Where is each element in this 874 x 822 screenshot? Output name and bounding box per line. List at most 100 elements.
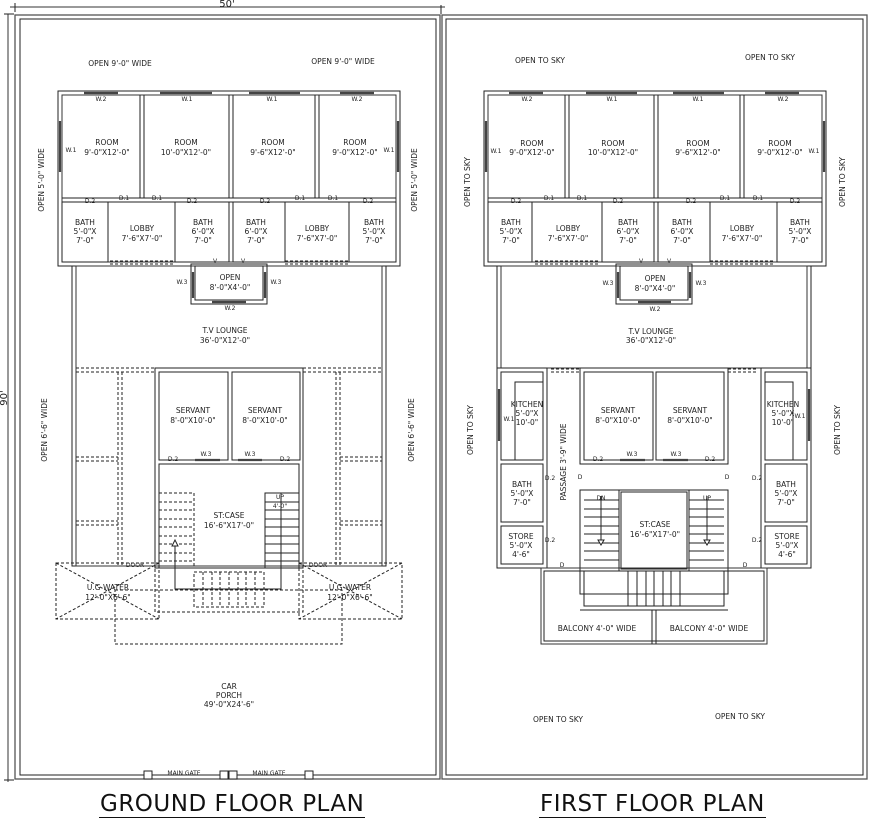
ff-store-left: STORE [508, 532, 533, 541]
svg-text:12'-0"X6'-6": 12'-0"X6'-6" [327, 593, 372, 602]
svg-text:D.1: D.1 [753, 195, 764, 202]
width-dimension: 50' [219, 0, 234, 10]
ff-bath-4: BATH [790, 218, 810, 227]
ff-bath-1: BATH [501, 218, 521, 227]
ff-store-right: STORE [774, 532, 799, 541]
ff-balcony-right: BALCONY 4'-0" WIDE [670, 624, 749, 633]
svg-text:49'-0"X24'-6": 49'-0"X24'-6" [204, 700, 254, 709]
gf-open-court: OPEN [220, 273, 241, 282]
svg-text:7'-0": 7'-0" [673, 236, 691, 245]
svg-text:W.2: W.2 [778, 96, 789, 103]
svg-text:W.3: W.3 [696, 280, 707, 287]
ff-servant-2: SERVANT [673, 406, 708, 415]
svg-text:5'-0"X: 5'-0"X [772, 409, 795, 418]
svg-text:D: D [578, 474, 583, 481]
svg-text:W.3: W.3 [245, 451, 256, 458]
svg-text:D.1: D.1 [720, 195, 731, 202]
svg-text:5'-0"X: 5'-0"X [776, 541, 799, 550]
svg-text:7'-6"X7'-0": 7'-6"X7'-0" [297, 234, 338, 243]
svg-text:D.1: D.1 [328, 195, 339, 202]
svg-text:D: D [725, 474, 730, 481]
gf-tv-lounge: T.V LOUNGE [201, 326, 247, 335]
svg-text:D.1: D.1 [152, 195, 163, 202]
gf-room-2-size: 10'-0"X12'-0" [161, 148, 211, 157]
ff-room-3-size: 9'-6"X12'-0" [675, 148, 720, 157]
svg-text:W.3: W.3 [271, 279, 282, 286]
svg-text:W.1: W.1 [267, 96, 278, 103]
ff-open-sky-left-upper: OPEN TO SKY [463, 157, 472, 207]
svg-text:D.2: D.2 [280, 456, 291, 463]
svg-text:UP: UP [703, 495, 711, 502]
svg-text:D.2: D.2 [790, 198, 801, 205]
gf-car-porch: CAR [221, 682, 237, 691]
svg-text:7'-0": 7'-0" [502, 236, 520, 245]
svg-text:W.2: W.2 [225, 305, 236, 312]
svg-text:W.1: W.1 [504, 416, 515, 423]
svg-text:7'-0": 7'-0" [619, 236, 637, 245]
svg-text:D.2: D.2 [613, 198, 624, 205]
ff-open-court: OPEN [645, 274, 666, 283]
svg-text:4'-6": 4'-6" [512, 550, 530, 559]
svg-text:V: V [667, 258, 672, 265]
svg-text:8'-0"X10'-0": 8'-0"X10'-0" [242, 416, 287, 425]
ff-bath-lower-right: BATH [776, 480, 796, 489]
svg-text:W.3: W.3 [603, 280, 614, 287]
ff-kitchen-right: KITCHEN [767, 400, 800, 409]
svg-text:D.1: D.1 [577, 195, 588, 202]
ff-lobby-1: LOBBY [556, 224, 581, 233]
ff-room-4-size: 9'-0"X12'-0" [757, 148, 802, 157]
svg-text:W.2: W.2 [96, 96, 107, 103]
gf-open-left-lower: OPEN 6'-6" WIDE [40, 398, 49, 462]
svg-text:V: V [639, 258, 644, 265]
svg-text:W.3: W.3 [627, 451, 638, 458]
ff-bath-lower-left: BATH [512, 480, 532, 489]
svg-text:UP: UP [276, 494, 284, 501]
svg-text:W.2: W.2 [352, 96, 363, 103]
svg-text:7'-0": 7'-0" [777, 498, 795, 507]
svg-text:7'-6"X7'-0": 7'-6"X7'-0" [722, 234, 763, 243]
gf-bath-1: BATH [75, 218, 95, 227]
svg-text:5'-0"X: 5'-0"X [363, 227, 386, 236]
gf-open-right-upper: OPEN 5'-0" WIDE [410, 148, 419, 212]
svg-text:V: V [213, 258, 218, 265]
svg-text:8'-0"X4'-0": 8'-0"X4'-0" [635, 284, 676, 293]
svg-text:7'-0": 7'-0" [365, 236, 383, 245]
gf-door-right: DOOR [309, 562, 327, 569]
svg-text:D.2: D.2 [511, 198, 522, 205]
ff-open-sky-bottom-right: OPEN TO SKY [715, 712, 765, 721]
gf-room-4-size: 9'-0"X12'-0" [332, 148, 377, 157]
gf-main-gate-2: MAIN GATE [252, 770, 285, 777]
svg-text:W.3: W.3 [177, 279, 188, 286]
ff-tv-lounge: T.V LOUNGE [627, 327, 673, 336]
ff-room-1-size: 9'-0"X12'-0" [509, 148, 554, 157]
svg-text:D.2: D.2 [705, 456, 716, 463]
ff-open-sky-bottom-left: OPEN TO SKY [533, 715, 583, 724]
svg-text:W.1: W.1 [384, 147, 395, 154]
svg-text:D.1: D.1 [295, 195, 306, 202]
gf-door-left: DOOR [126, 562, 144, 569]
ff-open-sky-right-lower: OPEN TO SKY [833, 405, 842, 455]
svg-text:V: V [241, 258, 246, 265]
svg-text:7'-0": 7'-0" [194, 236, 212, 245]
svg-text:10'-0": 10'-0" [772, 418, 795, 427]
svg-text:7'-6"X7'-0": 7'-6"X7'-0" [548, 234, 589, 243]
svg-text:W.1: W.1 [809, 148, 820, 155]
svg-text:PORCH: PORCH [216, 691, 242, 700]
svg-text:D.2: D.2 [85, 198, 96, 205]
svg-text:5'-0"X: 5'-0"X [775, 489, 798, 498]
svg-text:DN: DN [596, 495, 605, 502]
svg-text:10'-0": 10'-0" [516, 418, 539, 427]
svg-text:5'-0"X: 5'-0"X [510, 541, 533, 550]
svg-text:8'-0"X10'-0": 8'-0"X10'-0" [170, 416, 215, 425]
gf-room-3-size: 9'-6"X12'-0" [250, 148, 295, 157]
svg-text:D.2: D.2 [686, 198, 697, 205]
ff-open-sky-top-right: OPEN TO SKY [745, 53, 795, 62]
svg-text:5'-0"X: 5'-0"X [789, 227, 812, 236]
ff-kitchen-left: KITCHEN [511, 400, 544, 409]
svg-text:7'-0": 7'-0" [76, 236, 94, 245]
gf-room-4-name: ROOM [343, 138, 367, 147]
ff-lobby-2: LOBBY [730, 224, 755, 233]
gf-open-top-left: OPEN 9'-0" WIDE [88, 59, 152, 68]
height-dimension: 90' [0, 390, 10, 405]
